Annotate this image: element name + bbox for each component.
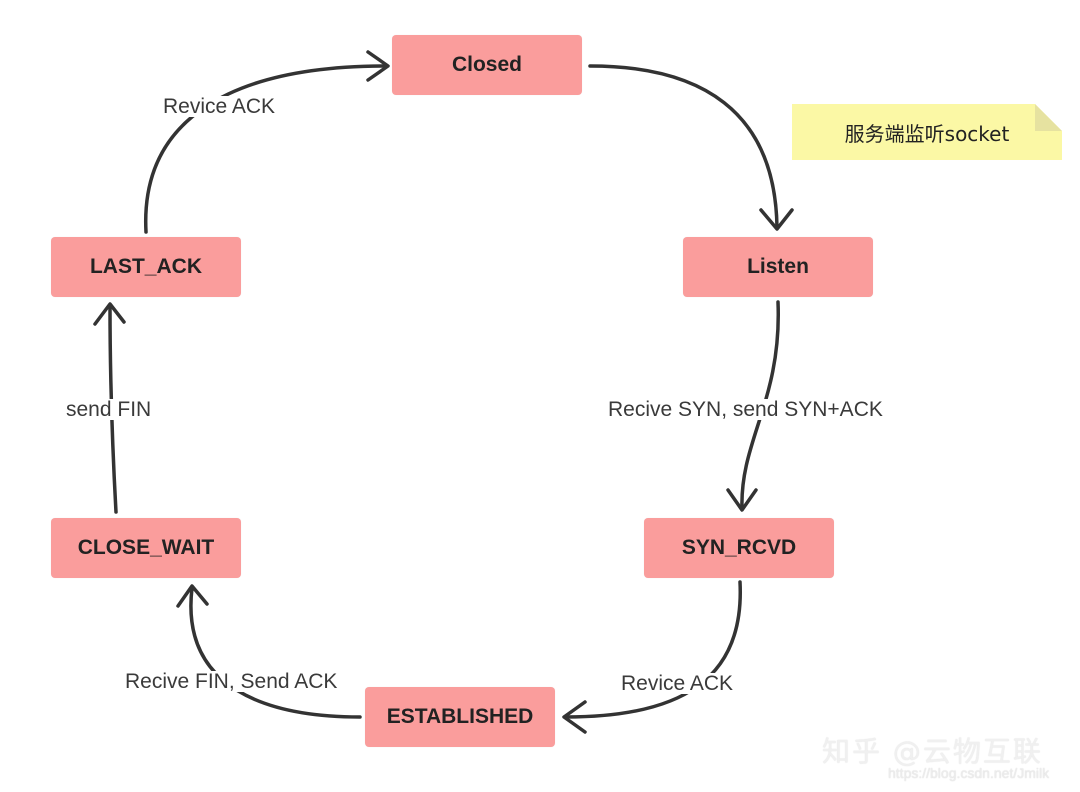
watermark-url: https://blog.csdn.net/Jmilk bbox=[888, 765, 1050, 781]
arrowhead-syn-rcvd-to-established bbox=[562, 700, 587, 734]
label-last-ack-to-closed: Revice ACK bbox=[161, 95, 278, 118]
state-syn-rcvd: SYN_RCVD bbox=[644, 518, 834, 578]
watermark-main: 知乎 @云物互联 bbox=[822, 735, 1043, 768]
label-established-to-close-wait: Recive FIN, Send ACK bbox=[123, 670, 340, 693]
note-background bbox=[792, 104, 1062, 160]
arrowhead-last-ack-to-closed bbox=[366, 50, 390, 82]
label-close-wait-to-last-ack: send FIN bbox=[64, 398, 154, 421]
arrowhead-close-wait-to-last-ack bbox=[93, 302, 126, 326]
arrow-syn-rcvd-to-established bbox=[564, 580, 742, 719]
state-last-ack: LAST_ACK bbox=[51, 237, 241, 297]
state-closed: Closed bbox=[392, 35, 582, 95]
arrow-last-ack-to-closed bbox=[144, 64, 388, 234]
state-established: ESTABLISHED bbox=[365, 687, 555, 747]
arrowhead-listen-to-syn-rcvd bbox=[726, 488, 758, 512]
state-close-wait: CLOSE_WAIT bbox=[51, 518, 241, 578]
sticky-note: 服务端监听socket bbox=[792, 104, 1062, 160]
note-text: 服务端监听socket bbox=[844, 121, 1010, 146]
arrowhead-established-to-close-wait bbox=[176, 584, 209, 608]
arrowhead-closed-to-listen bbox=[759, 208, 794, 231]
label-listen-to-syn-rcvd: Recive SYN, send SYN+ACK bbox=[606, 398, 885, 421]
arrow-established-to-close-wait bbox=[189, 586, 362, 719]
state-listen: Listen bbox=[683, 237, 873, 297]
label-syn-rcvd-to-established: Revice ACK bbox=[619, 672, 736, 695]
arrow-closed-to-listen bbox=[588, 64, 779, 229]
